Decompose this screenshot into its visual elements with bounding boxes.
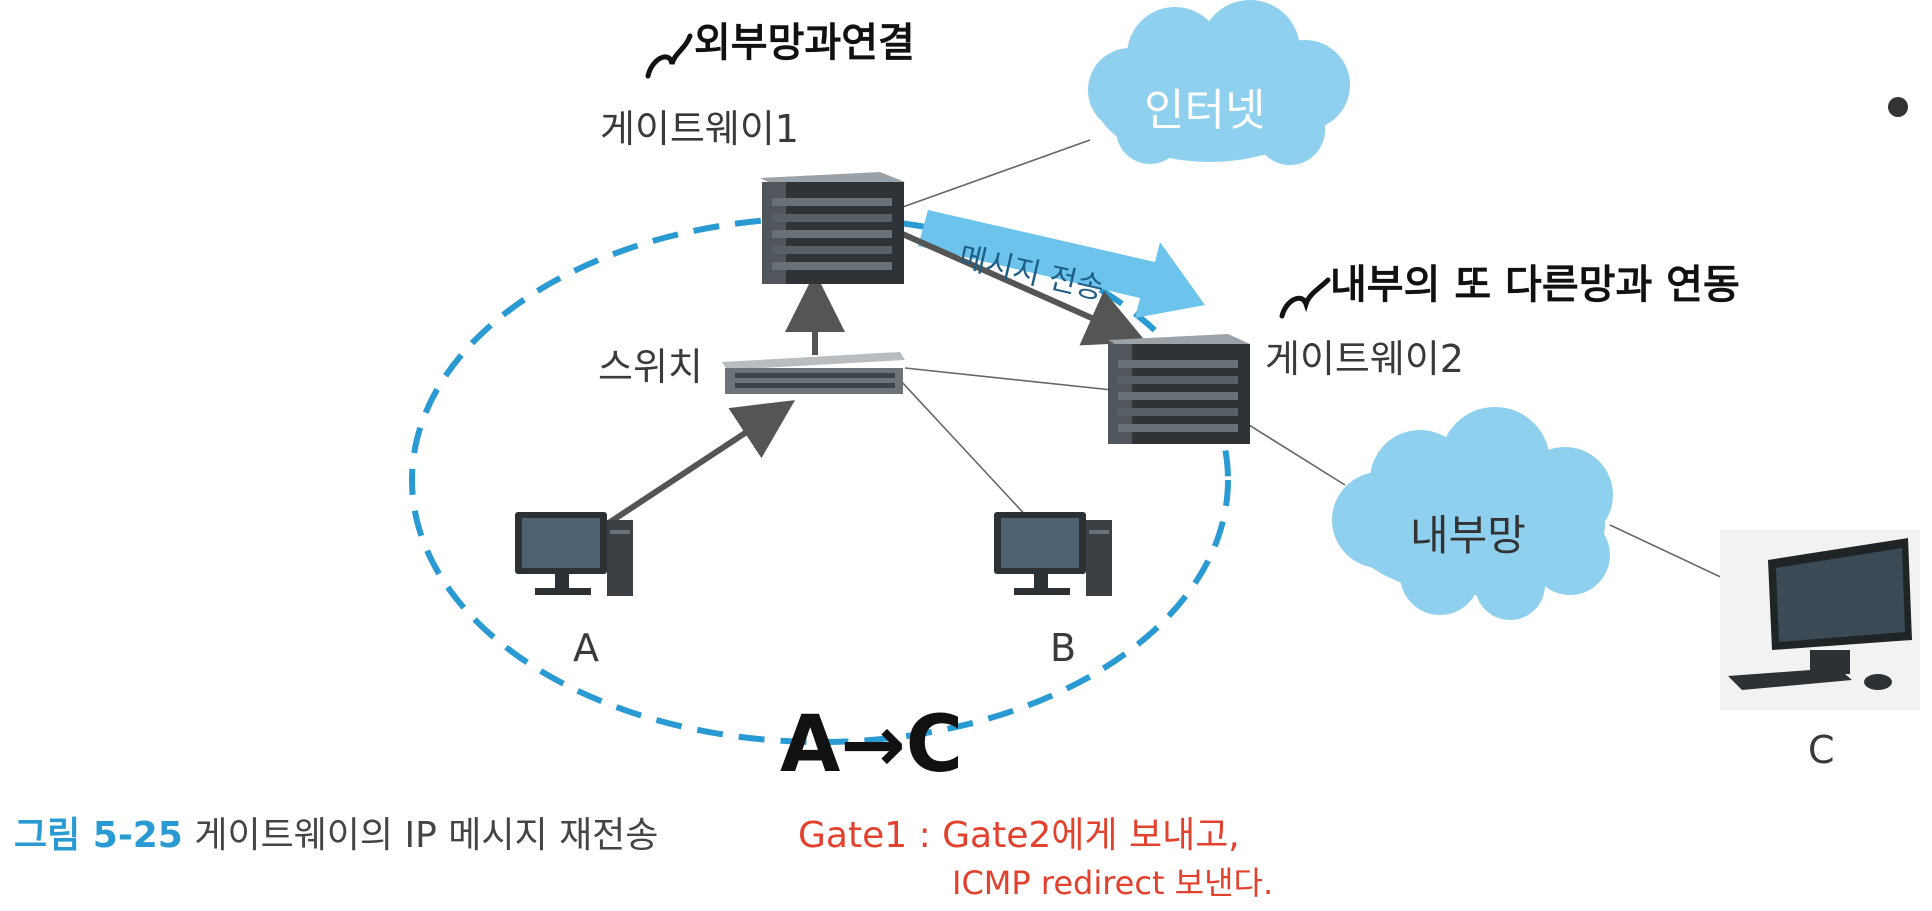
gateway-forward-arrow bbox=[896, 229, 1147, 346]
red-note-line1: Gate1 : Gate2에게 보내고, bbox=[798, 815, 1240, 856]
annotation-squiggle bbox=[645, 33, 693, 79]
host-a-arrow bbox=[596, 400, 796, 533]
internal-net-label: 내부망 bbox=[1410, 511, 1526, 560]
host-a-label: A bbox=[573, 626, 599, 670]
gateway1-router-icon bbox=[760, 172, 905, 284]
gateway2-label: 게이트웨이2 bbox=[1265, 337, 1464, 381]
bullet-dot bbox=[1888, 97, 1908, 117]
internal-net-cloud bbox=[1332, 407, 1613, 620]
internet-label: 인터넷 bbox=[1144, 85, 1266, 136]
external-link-note: 외부망과연결 bbox=[694, 20, 915, 66]
red-note-line2: ICMP redirect 보낸다. bbox=[952, 864, 1274, 902]
host-b-label: B bbox=[1050, 626, 1077, 670]
pc-a-icon bbox=[515, 512, 633, 596]
host-c-label: C bbox=[1808, 728, 1835, 772]
figure-caption: 그림 5-25 게이트웨이의 IP 메시지 재전송 bbox=[14, 806, 658, 858]
annotation-squiggle bbox=[1279, 277, 1331, 319]
internal-link-note: 내부의 또 다른망과 연동 bbox=[1330, 262, 1740, 308]
gateway1-label: 게이트웨이1 bbox=[600, 107, 799, 151]
switch-icon bbox=[722, 352, 905, 394]
internet-cloud bbox=[1088, 0, 1350, 165]
switch-label: 스위치 bbox=[598, 345, 703, 389]
flow-note: A→C bbox=[780, 700, 963, 790]
pc-b-icon bbox=[994, 512, 1112, 596]
gateway2-router-icon bbox=[1108, 334, 1250, 444]
network-boundary-ring bbox=[409, 215, 1231, 745]
figure-number: 그림 5-25 bbox=[14, 815, 183, 856]
figure-caption-text: 게이트웨이의 IP 메시지 재전송 bbox=[194, 815, 659, 856]
pc-c-icon bbox=[1720, 530, 1920, 710]
